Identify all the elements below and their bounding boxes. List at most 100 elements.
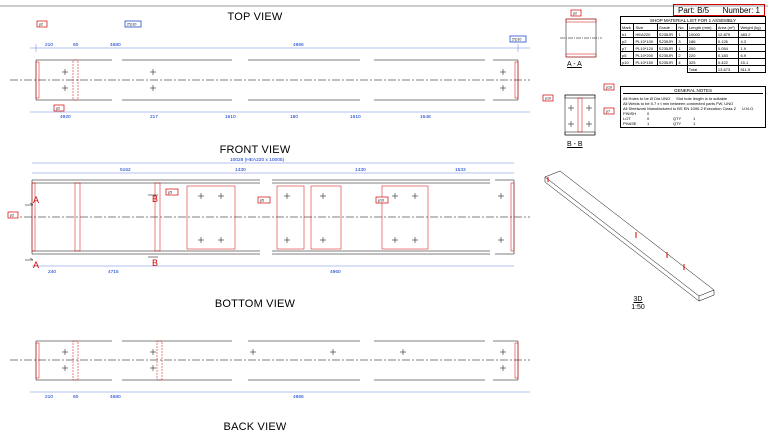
mark-tag-text: p2: [56, 107, 60, 111]
bottom-view-beam: [35, 340, 519, 381]
dimension-texts: 210 60 4680 4856 4920 217 1610 180 1610 …: [45, 42, 466, 400]
note-value: 0: [647, 111, 650, 116]
mark-tag-text: p2: [10, 214, 14, 218]
note-value: 1: [693, 121, 696, 126]
top-dimension-lines: [30, 44, 530, 113]
mark-tag-text: p10: [606, 86, 612, 90]
dim-text: 60: [73, 394, 79, 400]
bottom-plates: [35, 340, 519, 381]
dim-text: 4856: [293, 394, 304, 400]
mark-tag-text: 2*p10: [127, 23, 136, 27]
scale-3d-label: 3D 1:50: [628, 296, 648, 312]
dim-text: 4856: [293, 42, 304, 48]
scale-3d-name: 3D: [633, 296, 643, 303]
dim-text: 1430: [235, 167, 246, 173]
top-view-title: TOP VIEW: [227, 11, 283, 23]
mark-tag: [7, 211, 19, 219]
general-notes: GENERAL NOTES All Holes to be Ø Dia UNO S…: [620, 86, 766, 128]
note-line: All Welds to be 0.7 x t min between conn…: [623, 101, 734, 106]
bottom-holes: [62, 349, 506, 371]
note-line: All Holes to be Ø Dia UNO: [623, 96, 671, 101]
bom-total-label: Total: [686, 65, 717, 73]
note-label: FINISH: [623, 111, 637, 116]
dim-text: 1610: [225, 114, 236, 120]
top-plates: [35, 59, 519, 101]
dim-text: 180: [290, 114, 298, 120]
note-label: QTY: [673, 116, 682, 121]
section-a-a-label: A - A: [567, 61, 582, 68]
note-label: QTY: [673, 121, 682, 126]
dim-text: 4715: [108, 269, 119, 275]
top-holes: [62, 69, 506, 91]
notes-caption: GENERAL NOTES: [623, 88, 763, 94]
dim-text: 1533: [455, 167, 466, 173]
note-line: All Steelwork Manufactured to BS EN 1090…: [623, 106, 736, 111]
bom-cell: p10: [619, 58, 635, 66]
section-b-b: [564, 94, 596, 136]
part-label: Part: B/5: [678, 5, 710, 15]
section-letter-b: B: [152, 194, 158, 204]
mark-tag: [124, 20, 142, 28]
front-view-title: FRONT VIEW: [219, 144, 291, 156]
note-line: Slot hole length is to suitable: [676, 96, 728, 101]
section-b-b-label: B - B: [567, 141, 583, 148]
back-view-title: BACK VIEW: [223, 421, 287, 433]
mark-tag: [165, 188, 179, 196]
section-letter-b: B: [152, 258, 158, 268]
mark-tag-text: p5: [168, 191, 172, 195]
mark-tag-text: p5: [260, 199, 264, 203]
mark-tag-text: p2: [39, 23, 43, 27]
dim-text: 1648: [420, 114, 431, 120]
bom-total-weight: 511.5: [738, 65, 766, 73]
front-holes: [198, 193, 504, 243]
section-a-a: [560, 18, 602, 58]
mark-tag: [570, 9, 582, 17]
mark-tag-text: p2: [573, 12, 577, 16]
mark-tag: [603, 107, 615, 115]
isometric-3d-view: [544, 170, 715, 302]
mark-tag: [375, 196, 389, 204]
section-letter-a: A: [33, 195, 39, 205]
front-stiffeners: [31, 182, 515, 252]
mark-tag-text: p10: [378, 199, 384, 203]
note-value: 1: [693, 116, 696, 121]
dim-text: 210: [45, 42, 53, 48]
number-label: Number: 1: [722, 5, 760, 15]
dim-text: 4920: [60, 114, 71, 120]
note-line: U.N.O.: [741, 106, 755, 111]
dim-text: 210: [45, 394, 53, 400]
bom-cell: 4: [676, 58, 688, 66]
material-list: SHOP MATERIAL LIST FOR 1 ASSEMBLY Mark S…: [619, 16, 766, 73]
dim-text: 5162: [120, 167, 131, 173]
mark-tag: [603, 83, 615, 91]
dim-text: 4680: [110, 42, 121, 48]
dim-text: 4960: [330, 269, 341, 275]
dim-text: 217: [150, 114, 158, 120]
dim-text: 60: [73, 42, 79, 48]
dim-text: 4680: [110, 394, 121, 400]
part-header: Part: B/5 Number: 1: [673, 4, 765, 16]
mark-tag: [542, 94, 554, 102]
note-label: LOT: [623, 116, 631, 121]
mark-tag-text: p10: [545, 97, 551, 101]
note-label: PHASE: [623, 121, 637, 126]
section-letters: A A B B: [33, 194, 158, 270]
bom-cell: PL10*150: [633, 58, 658, 66]
mark-tag: [36, 20, 48, 28]
dim-text: 240: [48, 269, 56, 275]
mark-tags: p2 p2 2*p10 2*p10 p2 p10 p10 p7 p5 p5 p1…: [7, 9, 615, 219]
mark-tag-text: 2*p10: [512, 38, 521, 42]
mark-tag: [509, 35, 527, 43]
mark-tag-text: p7: [606, 110, 610, 114]
mark-tag: [53, 104, 65, 112]
bom-total-row: Total 13.673 511.5: [621, 65, 766, 73]
front-dimension-lines: [32, 162, 514, 267]
dim-text: 1430: [355, 167, 366, 173]
section-arrows: [25, 194, 158, 261]
note-value: 1: [647, 121, 650, 126]
mark-tag: [257, 196, 271, 204]
note-value: 0: [647, 116, 650, 121]
scale-3d-value: 1:50: [631, 304, 645, 311]
